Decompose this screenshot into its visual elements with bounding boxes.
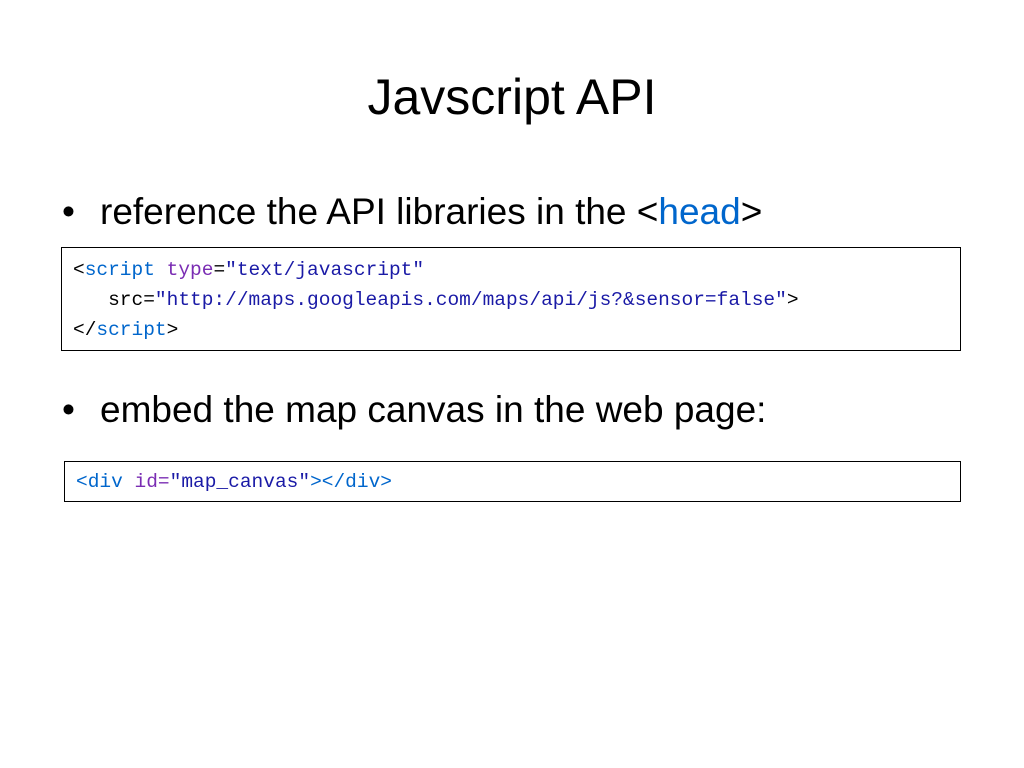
code-indent	[73, 289, 108, 311]
code-block-div-tag: <div id="map_canvas"></div>	[64, 461, 961, 502]
code-attr-type: type	[166, 259, 214, 281]
bullet-text: reference the API libraries in the <	[100, 191, 659, 232]
code-val-type: "text/javascript"	[225, 259, 425, 281]
code-val-id: "map_canvas"	[169, 471, 311, 493]
code-close-gt: >	[166, 319, 179, 341]
code-attr-src: src	[108, 289, 144, 311]
bullet-dot-icon: •	[62, 389, 75, 430]
code-div-open: <div	[76, 471, 123, 493]
code-eq-src: =	[143, 289, 155, 311]
code-div-close: ></div>	[310, 471, 392, 493]
bullet-text-end: >	[740, 191, 763, 232]
bullet-embed-canvas: • embed the map canvas in the web page:	[62, 386, 766, 434]
bullet-highlight-head: head	[658, 191, 741, 232]
slide-title: Javscript API	[367, 69, 657, 125]
bullet-text: embed the map canvas in the web page:	[100, 389, 767, 430]
code-tag-script: script	[84, 259, 155, 281]
code-attr-id: id	[134, 471, 158, 493]
code-val-src: "http://maps.googleapis.com/maps/api/js?…	[154, 289, 787, 311]
code-lt: <	[73, 259, 85, 281]
code-gt: >	[786, 289, 799, 311]
code-eq-id: =	[157, 471, 170, 493]
code-block-script-tag: <script type="text/javascript" src="http…	[61, 247, 961, 351]
code-eq: =	[213, 259, 226, 281]
bullet-dot-icon: •	[62, 191, 75, 232]
bullet-reference-libraries: • reference the API libraries in the <hea…	[62, 188, 762, 236]
code-close-tag-script: script	[96, 319, 167, 341]
code-close-lt: </	[73, 319, 97, 341]
